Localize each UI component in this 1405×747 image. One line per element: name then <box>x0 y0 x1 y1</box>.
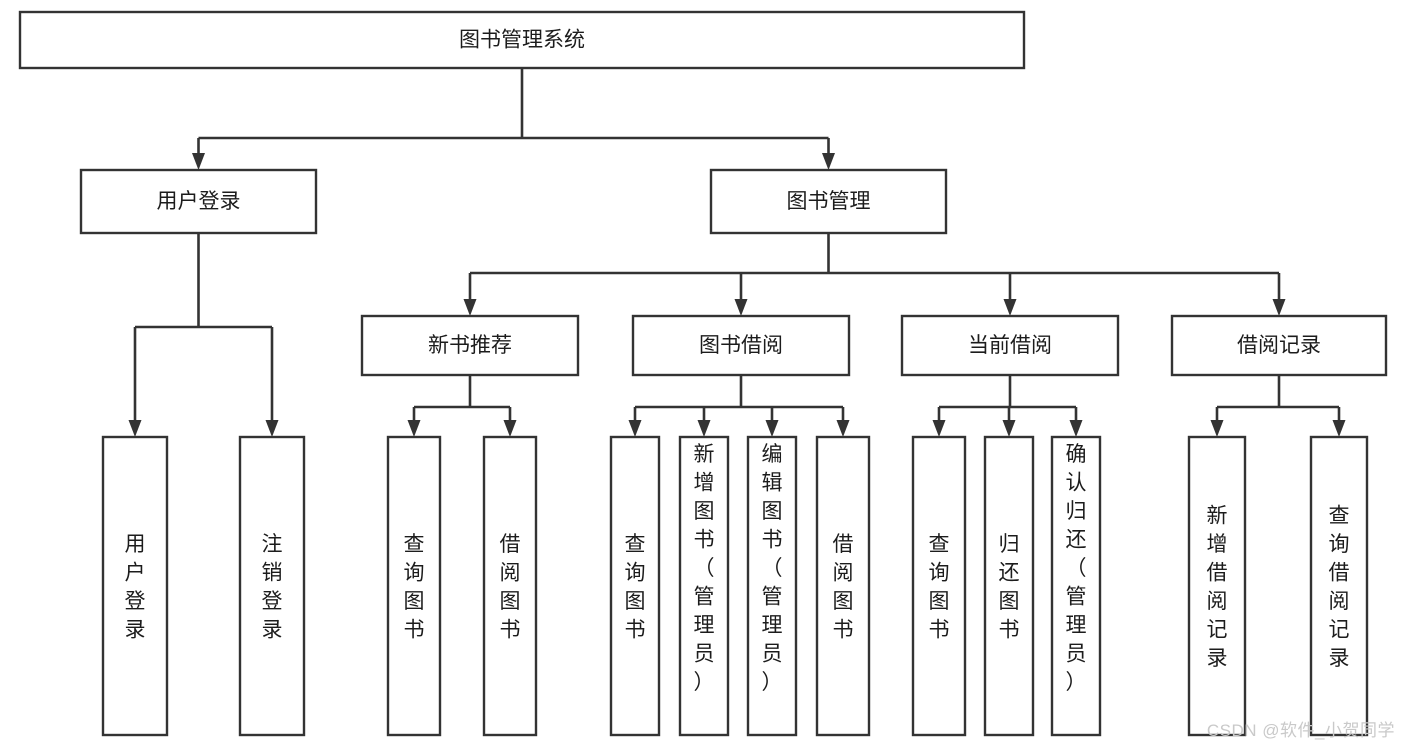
node-box[interactable] <box>900 314 1120 377</box>
node-box[interactable] <box>360 314 580 377</box>
arrow-head-icon <box>628 420 642 437</box>
arrow-head-icon <box>1210 420 1224 437</box>
node-leaf-borrow-book-2[interactable]: 借阅图书 <box>815 435 871 737</box>
node-label: 归还图书 <box>999 533 1020 642</box>
node-book-manage[interactable]: 图书管理 <box>709 168 948 235</box>
node-box[interactable] <box>815 435 871 737</box>
node-label: 编辑图书（管理员） <box>762 443 783 694</box>
node-box[interactable] <box>101 435 169 737</box>
node-label: 借阅图书 <box>833 533 854 642</box>
arrow-head-icon <box>697 420 711 437</box>
node-box[interactable] <box>983 435 1035 737</box>
arrow-head-icon <box>1332 420 1346 437</box>
arrow-head-icon <box>1002 420 1016 437</box>
node-borrow-record[interactable]: 借阅记录 <box>1170 314 1388 377</box>
node-leaf-query-book-2[interactable]: 查询图书 <box>609 435 661 737</box>
arrow-head-icon <box>192 153 205 170</box>
node-label: 查询图书 <box>404 533 425 642</box>
node-box[interactable] <box>1050 435 1102 737</box>
node-box[interactable] <box>386 435 442 737</box>
node-leaf-query-record[interactable]: 查询借阅记录 <box>1309 435 1369 737</box>
node-label: 确认归还（管理员） <box>1066 443 1087 694</box>
node-box[interactable] <box>911 435 967 737</box>
node-box[interactable] <box>482 435 538 737</box>
node-current-borrow[interactable]: 当前借阅 <box>900 314 1120 377</box>
connector-book-borrow <box>628 375 850 437</box>
node-leaf-edit-book-admin[interactable]: 编辑图书（管理员） <box>746 435 798 737</box>
node-label: 借阅图书 <box>500 533 521 642</box>
node-layer: 图书管理系统用户登录图书管理新书推荐图书借阅当前借阅借阅记录用户登录注销登录查询… <box>18 10 1388 737</box>
node-box[interactable] <box>709 168 948 235</box>
node-label: 新书推荐 <box>428 334 512 357</box>
node-label: 图书管理 <box>787 190 871 213</box>
node-label: 借阅记录 <box>1237 334 1321 357</box>
arrow-head-icon <box>463 299 477 316</box>
node-leaf-query-book-3[interactable]: 查询图书 <box>911 435 967 737</box>
node-leaf-user-login[interactable]: 用户登录 <box>101 435 169 737</box>
node-box[interactable] <box>678 435 730 737</box>
node-leaf-query-book-1[interactable]: 查询图书 <box>386 435 442 737</box>
node-label: 注销登录 <box>262 533 283 642</box>
arrow-head-icon <box>265 420 279 437</box>
node-label: 当前借阅 <box>968 334 1052 357</box>
node-root[interactable]: 图书管理系统 <box>18 10 1026 70</box>
arrow-head-icon <box>734 299 748 316</box>
node-leaf-add-record[interactable]: 新增借阅记录 <box>1187 435 1247 737</box>
node-box[interactable] <box>79 168 318 235</box>
node-book-borrow[interactable]: 图书借阅 <box>631 314 851 377</box>
arrow-head-icon <box>836 420 850 437</box>
node-box[interactable] <box>1170 314 1388 377</box>
node-label: 新增图书（管理员） <box>694 443 715 694</box>
node-label: 新增借阅记录 <box>1207 505 1228 671</box>
node-box[interactable] <box>609 435 661 737</box>
node-leaf-confirm-return-admin[interactable]: 确认归还（管理员） <box>1050 435 1102 737</box>
node-box[interactable] <box>238 435 306 737</box>
node-label: 查询图书 <box>929 533 950 642</box>
node-box[interactable] <box>1187 435 1247 737</box>
arrow-head-icon <box>407 420 421 437</box>
node-box[interactable] <box>1309 435 1369 737</box>
arrow-head-icon <box>1003 299 1017 316</box>
connector-root <box>192 68 835 170</box>
node-box[interactable] <box>18 10 1026 70</box>
node-leaf-borrow-book-1[interactable]: 借阅图书 <box>482 435 538 737</box>
connector-borrow-record <box>1210 375 1346 437</box>
node-box[interactable] <box>631 314 851 377</box>
node-leaf-add-book-admin[interactable]: 新增图书（管理员） <box>678 435 730 737</box>
node-label: 用户登录 <box>157 190 241 213</box>
connector-layer <box>128 68 1346 437</box>
node-label: 图书管理系统 <box>459 29 585 52</box>
node-box[interactable] <box>746 435 798 737</box>
arrow-head-icon <box>932 420 946 437</box>
arrow-head-icon <box>822 153 835 170</box>
node-label: 查询借阅记录 <box>1329 505 1350 671</box>
arrow-head-icon <box>1069 420 1083 437</box>
node-leaf-logout[interactable]: 注销登录 <box>238 435 306 737</box>
connector-new-book-recommend <box>407 375 517 437</box>
connector-book-manage <box>463 233 1286 316</box>
node-new-book-recommend[interactable]: 新书推荐 <box>360 314 580 377</box>
node-label: 图书借阅 <box>699 334 783 357</box>
arrow-head-icon <box>765 420 779 437</box>
connector-user-login <box>128 233 279 437</box>
arrow-head-icon <box>128 420 142 437</box>
connector-current-borrow <box>932 375 1083 437</box>
node-label: 用户登录 <box>125 533 146 642</box>
node-leaf-return-book[interactable]: 归还图书 <box>983 435 1035 737</box>
node-label: 查询图书 <box>625 533 646 642</box>
node-user-login[interactable]: 用户登录 <box>79 168 318 235</box>
arrow-head-icon <box>503 420 517 437</box>
arrow-head-icon <box>1272 299 1286 316</box>
